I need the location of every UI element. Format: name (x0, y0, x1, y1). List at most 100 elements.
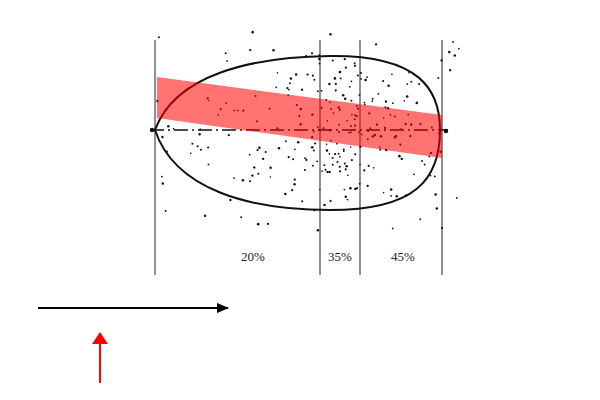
stipple-dot (269, 166, 272, 169)
stipple-dot (344, 162, 346, 164)
stipple-dot (165, 210, 167, 212)
stipple-dot (334, 153, 336, 155)
stipple-dot (344, 58, 346, 60)
stipple-dot (448, 51, 451, 54)
stipple-dot (289, 82, 291, 84)
stipple-dot (344, 189, 346, 191)
stipple-dot (339, 166, 341, 168)
stipple-dot (305, 159, 307, 161)
stipple-dot (242, 179, 245, 182)
stipple-dot (377, 93, 379, 95)
stipple-dot (257, 173, 259, 175)
stipple-dot (313, 150, 315, 152)
stipple-dot (345, 168, 347, 170)
stipple-dot (190, 152, 192, 154)
stipple-dot (253, 166, 255, 168)
stipple-dot (424, 164, 426, 166)
stipple-dot (323, 204, 326, 207)
stipple-dot (332, 59, 334, 61)
stipple-dot (167, 125, 169, 127)
stipple-dot (363, 169, 365, 171)
stipple-dot (419, 218, 421, 220)
stipple-dot (366, 76, 368, 78)
boundary-line (155, 40, 156, 275)
axis-end (444, 129, 448, 133)
stipple-dot (207, 147, 209, 149)
stipple-dot (329, 33, 332, 36)
stipple-dot (324, 169, 326, 171)
stipple-dot (161, 136, 163, 138)
stipple-dot (304, 157, 306, 159)
stipple-dot (314, 142, 316, 144)
stipple-dot (390, 188, 393, 191)
stipple-dot (229, 199, 231, 201)
stipple-dot (401, 158, 403, 160)
stipple-dot (251, 31, 254, 34)
stipple-dot (288, 89, 290, 91)
stipple-dot (158, 36, 160, 38)
stipple-dot (398, 155, 401, 158)
stipple-dot (329, 200, 331, 202)
stipple-dot (375, 43, 377, 45)
stipple-dot (354, 65, 356, 67)
stipple-dot (301, 200, 303, 202)
stipple-dot (284, 193, 286, 195)
stipple-dot (357, 74, 359, 76)
stipple-dot (392, 102, 394, 104)
stipple-dot (383, 192, 385, 194)
stipple-dot (339, 71, 342, 74)
stipple-dot (294, 178, 296, 180)
stipple-dot (257, 223, 260, 226)
stipple-dot (332, 164, 334, 166)
stipple-dot (313, 79, 315, 81)
stipple-dot (249, 154, 251, 156)
axis-end (150, 128, 154, 132)
stipple-dot (364, 102, 366, 104)
stipple-dot (344, 97, 347, 100)
stipple-dot (317, 229, 320, 232)
boundary-line (360, 40, 361, 275)
red-band (157, 77, 442, 158)
stipple-dot (343, 149, 345, 151)
stipple-dot (304, 169, 306, 171)
stipple-dot (326, 171, 328, 173)
stipple-dot (436, 207, 438, 209)
stipple-dot (421, 160, 423, 162)
stipple-dots (156, 31, 460, 232)
stipple-dot (292, 158, 294, 160)
stipple-dot (328, 171, 331, 174)
stipple-dot (306, 73, 308, 75)
stipple-dot (326, 144, 328, 146)
stipple-dot (277, 72, 279, 74)
stipple-dot (328, 83, 331, 86)
stipple-dot (335, 89, 337, 91)
stipple-dot (297, 141, 300, 144)
stipple-dot (326, 149, 328, 151)
stipple-dot (368, 165, 370, 167)
stipple-dot (406, 95, 409, 98)
stipple-dot (262, 158, 264, 160)
stipple-dot (347, 199, 349, 201)
stipple-dot (347, 174, 349, 176)
stipple-dot (413, 173, 415, 175)
stipple-dot (340, 77, 342, 79)
percent-label: 35% (326, 250, 354, 264)
stipple-dot (293, 183, 295, 185)
stipple-dot (198, 133, 200, 135)
stipple-dot (335, 83, 337, 85)
stipple-dot (311, 52, 313, 54)
stipple-dot (270, 176, 272, 178)
stipple-dot (267, 223, 269, 225)
stipple-dot (323, 164, 325, 166)
stipple-dot (454, 54, 456, 56)
stipple-dot (316, 160, 318, 162)
stipple-dot (249, 49, 251, 51)
red-arrow (99, 333, 101, 383)
stipple-dot (265, 151, 267, 153)
stipple-dot (338, 153, 340, 155)
stipple-dot (321, 170, 323, 172)
stipple-dot (367, 185, 369, 187)
black-arrow (38, 307, 228, 309)
percent-label: 20% (239, 250, 267, 264)
